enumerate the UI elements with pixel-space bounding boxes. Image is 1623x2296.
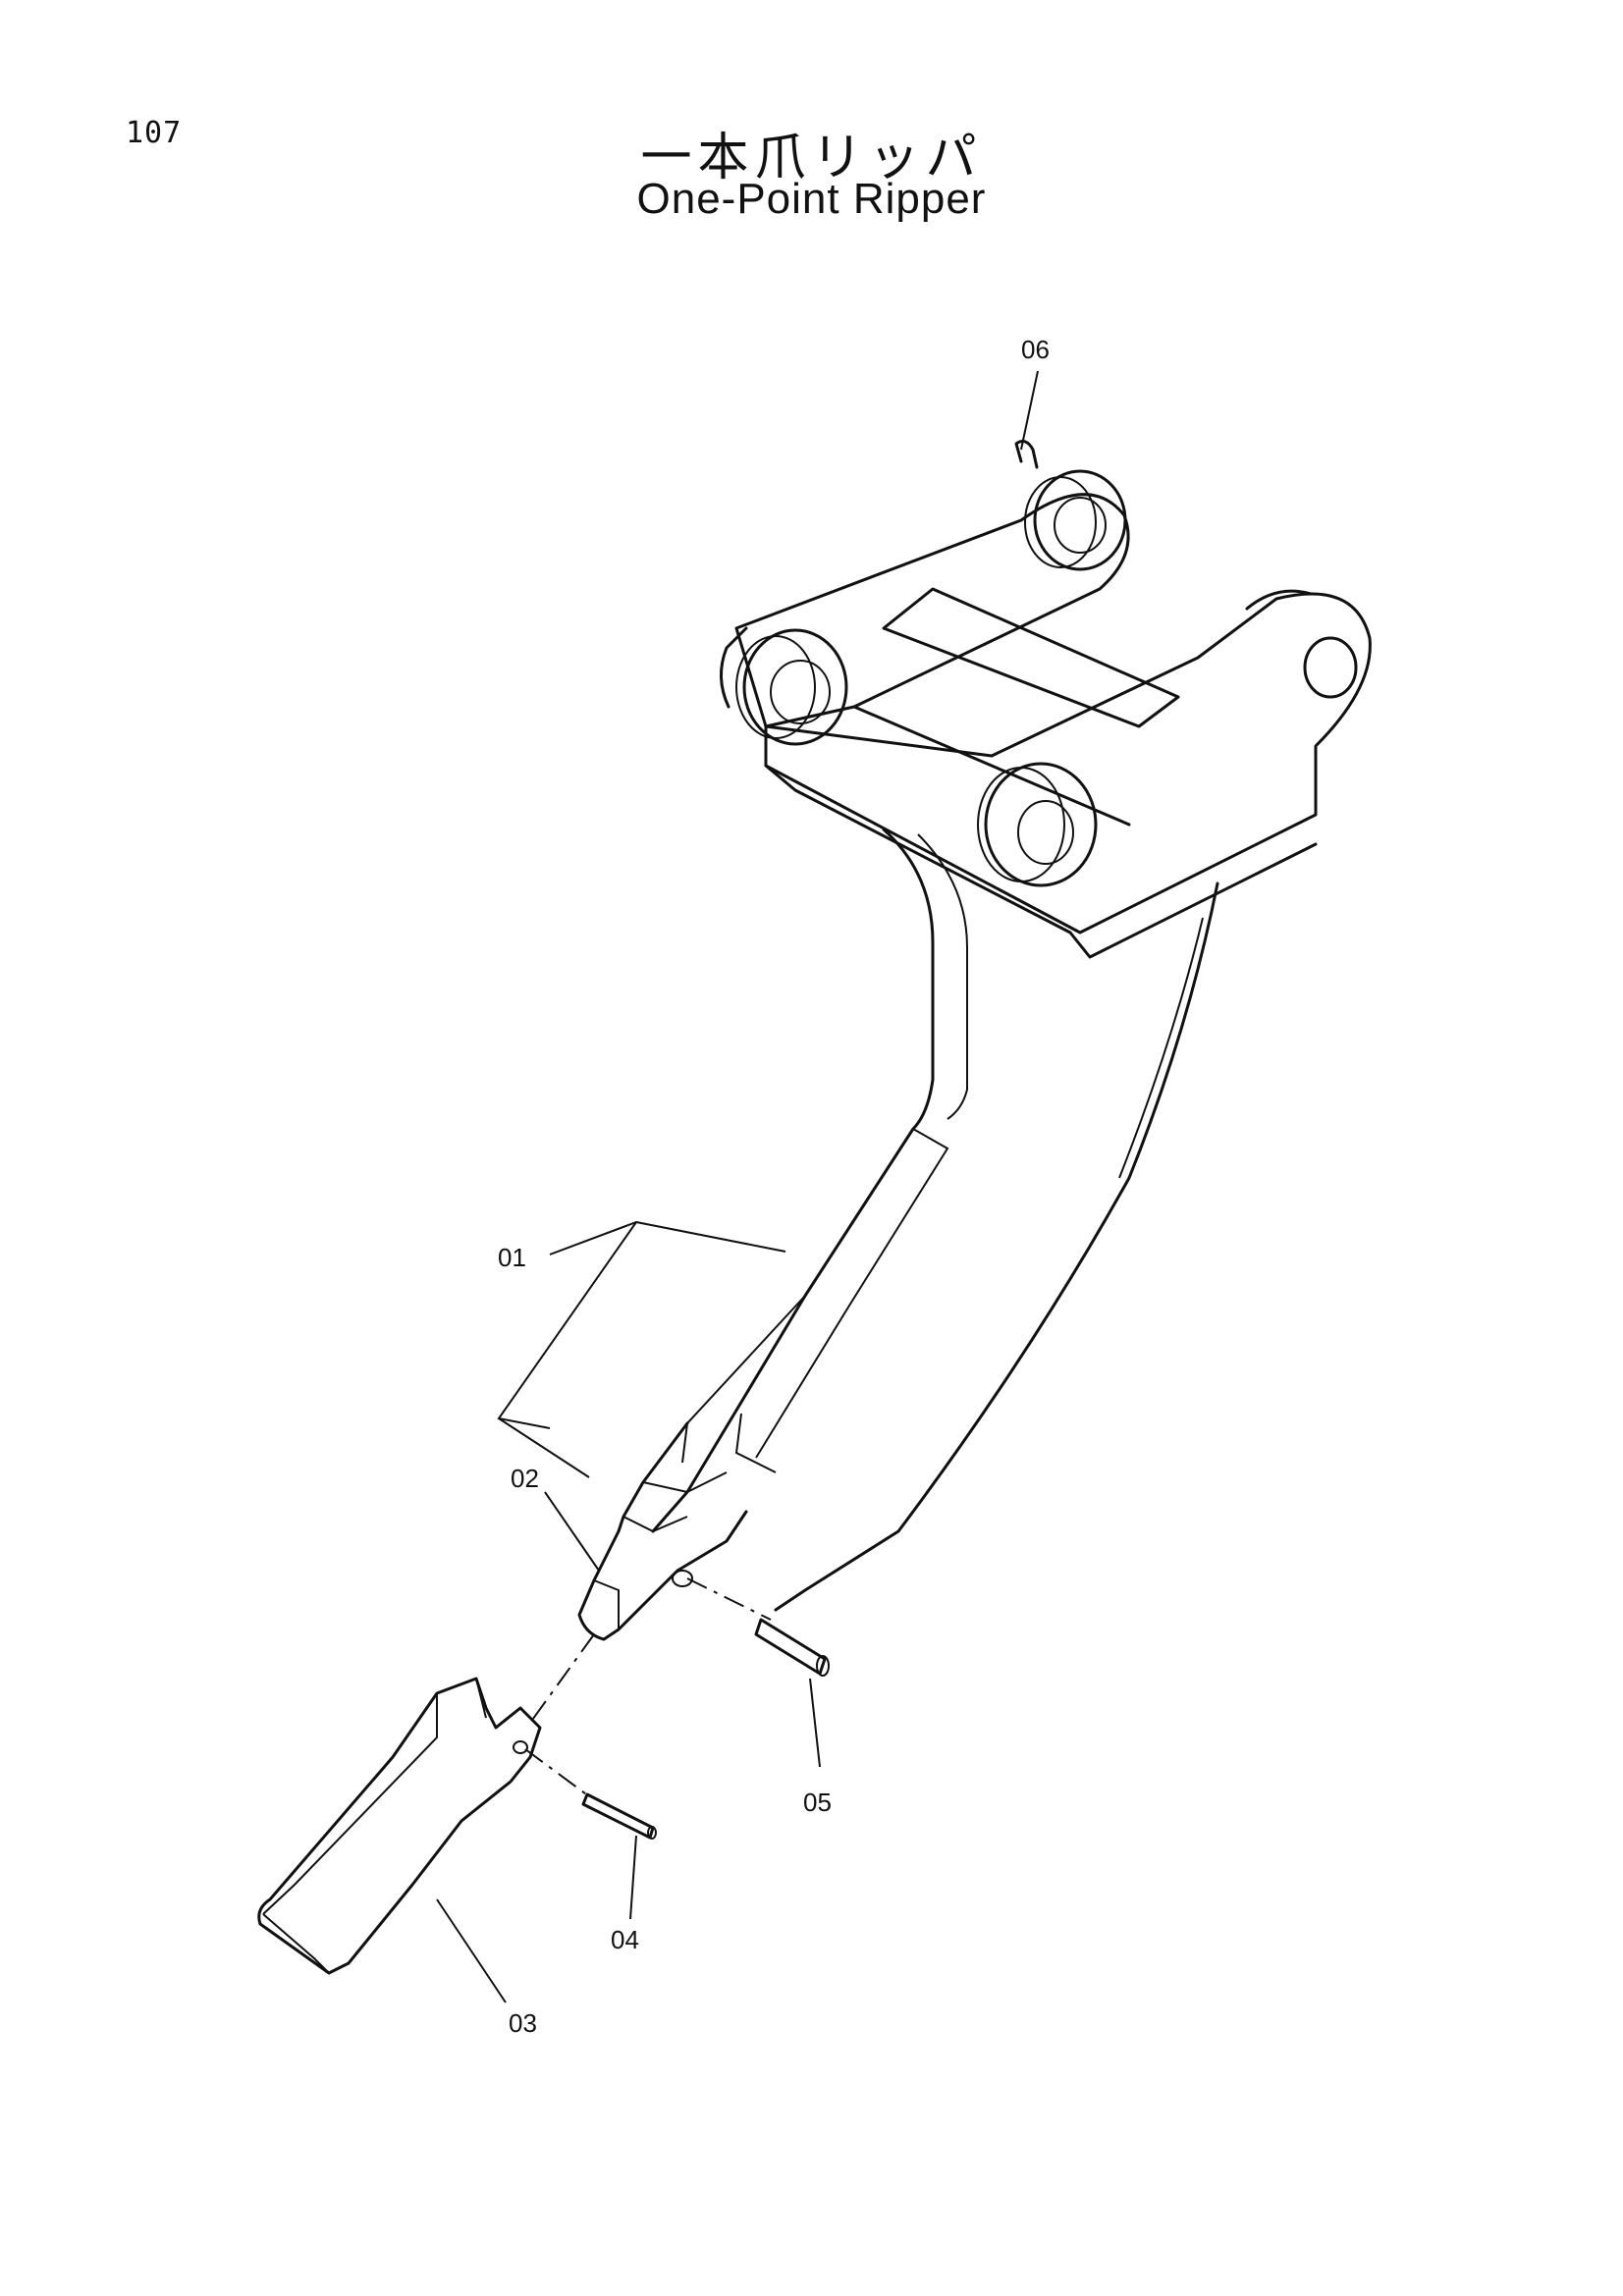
ripper-shank — [651, 828, 1219, 1612]
callout-01: 01 — [498, 1243, 526, 1272]
far-bushing — [1033, 469, 1127, 571]
leader-lines — [436, 370, 1039, 2003]
adapter — [577, 1421, 748, 1641]
pin-04 — [524, 1748, 657, 1840]
title-english: One-Point Ripper — [636, 175, 987, 223]
right-bushing — [984, 762, 1098, 887]
callout-03: 03 — [509, 2008, 537, 2038]
callout-02: 02 — [511, 1464, 539, 1493]
page-number: 107 — [126, 116, 183, 150]
title-japanese: 一本爪リッパ — [640, 129, 983, 187]
mounting-bracket — [720, 440, 1372, 959]
center-line — [529, 1633, 595, 1724]
tooth-03 — [257, 1677, 542, 1975]
pin-hole — [672, 1570, 693, 1587]
upper-hole — [1303, 636, 1358, 699]
callout-05: 05 — [803, 1788, 832, 1817]
pin-05 — [686, 1577, 830, 1677]
left-bushing — [742, 628, 848, 746]
callout-06: 06 — [1021, 335, 1050, 364]
callout-04: 04 — [611, 1925, 639, 1954]
